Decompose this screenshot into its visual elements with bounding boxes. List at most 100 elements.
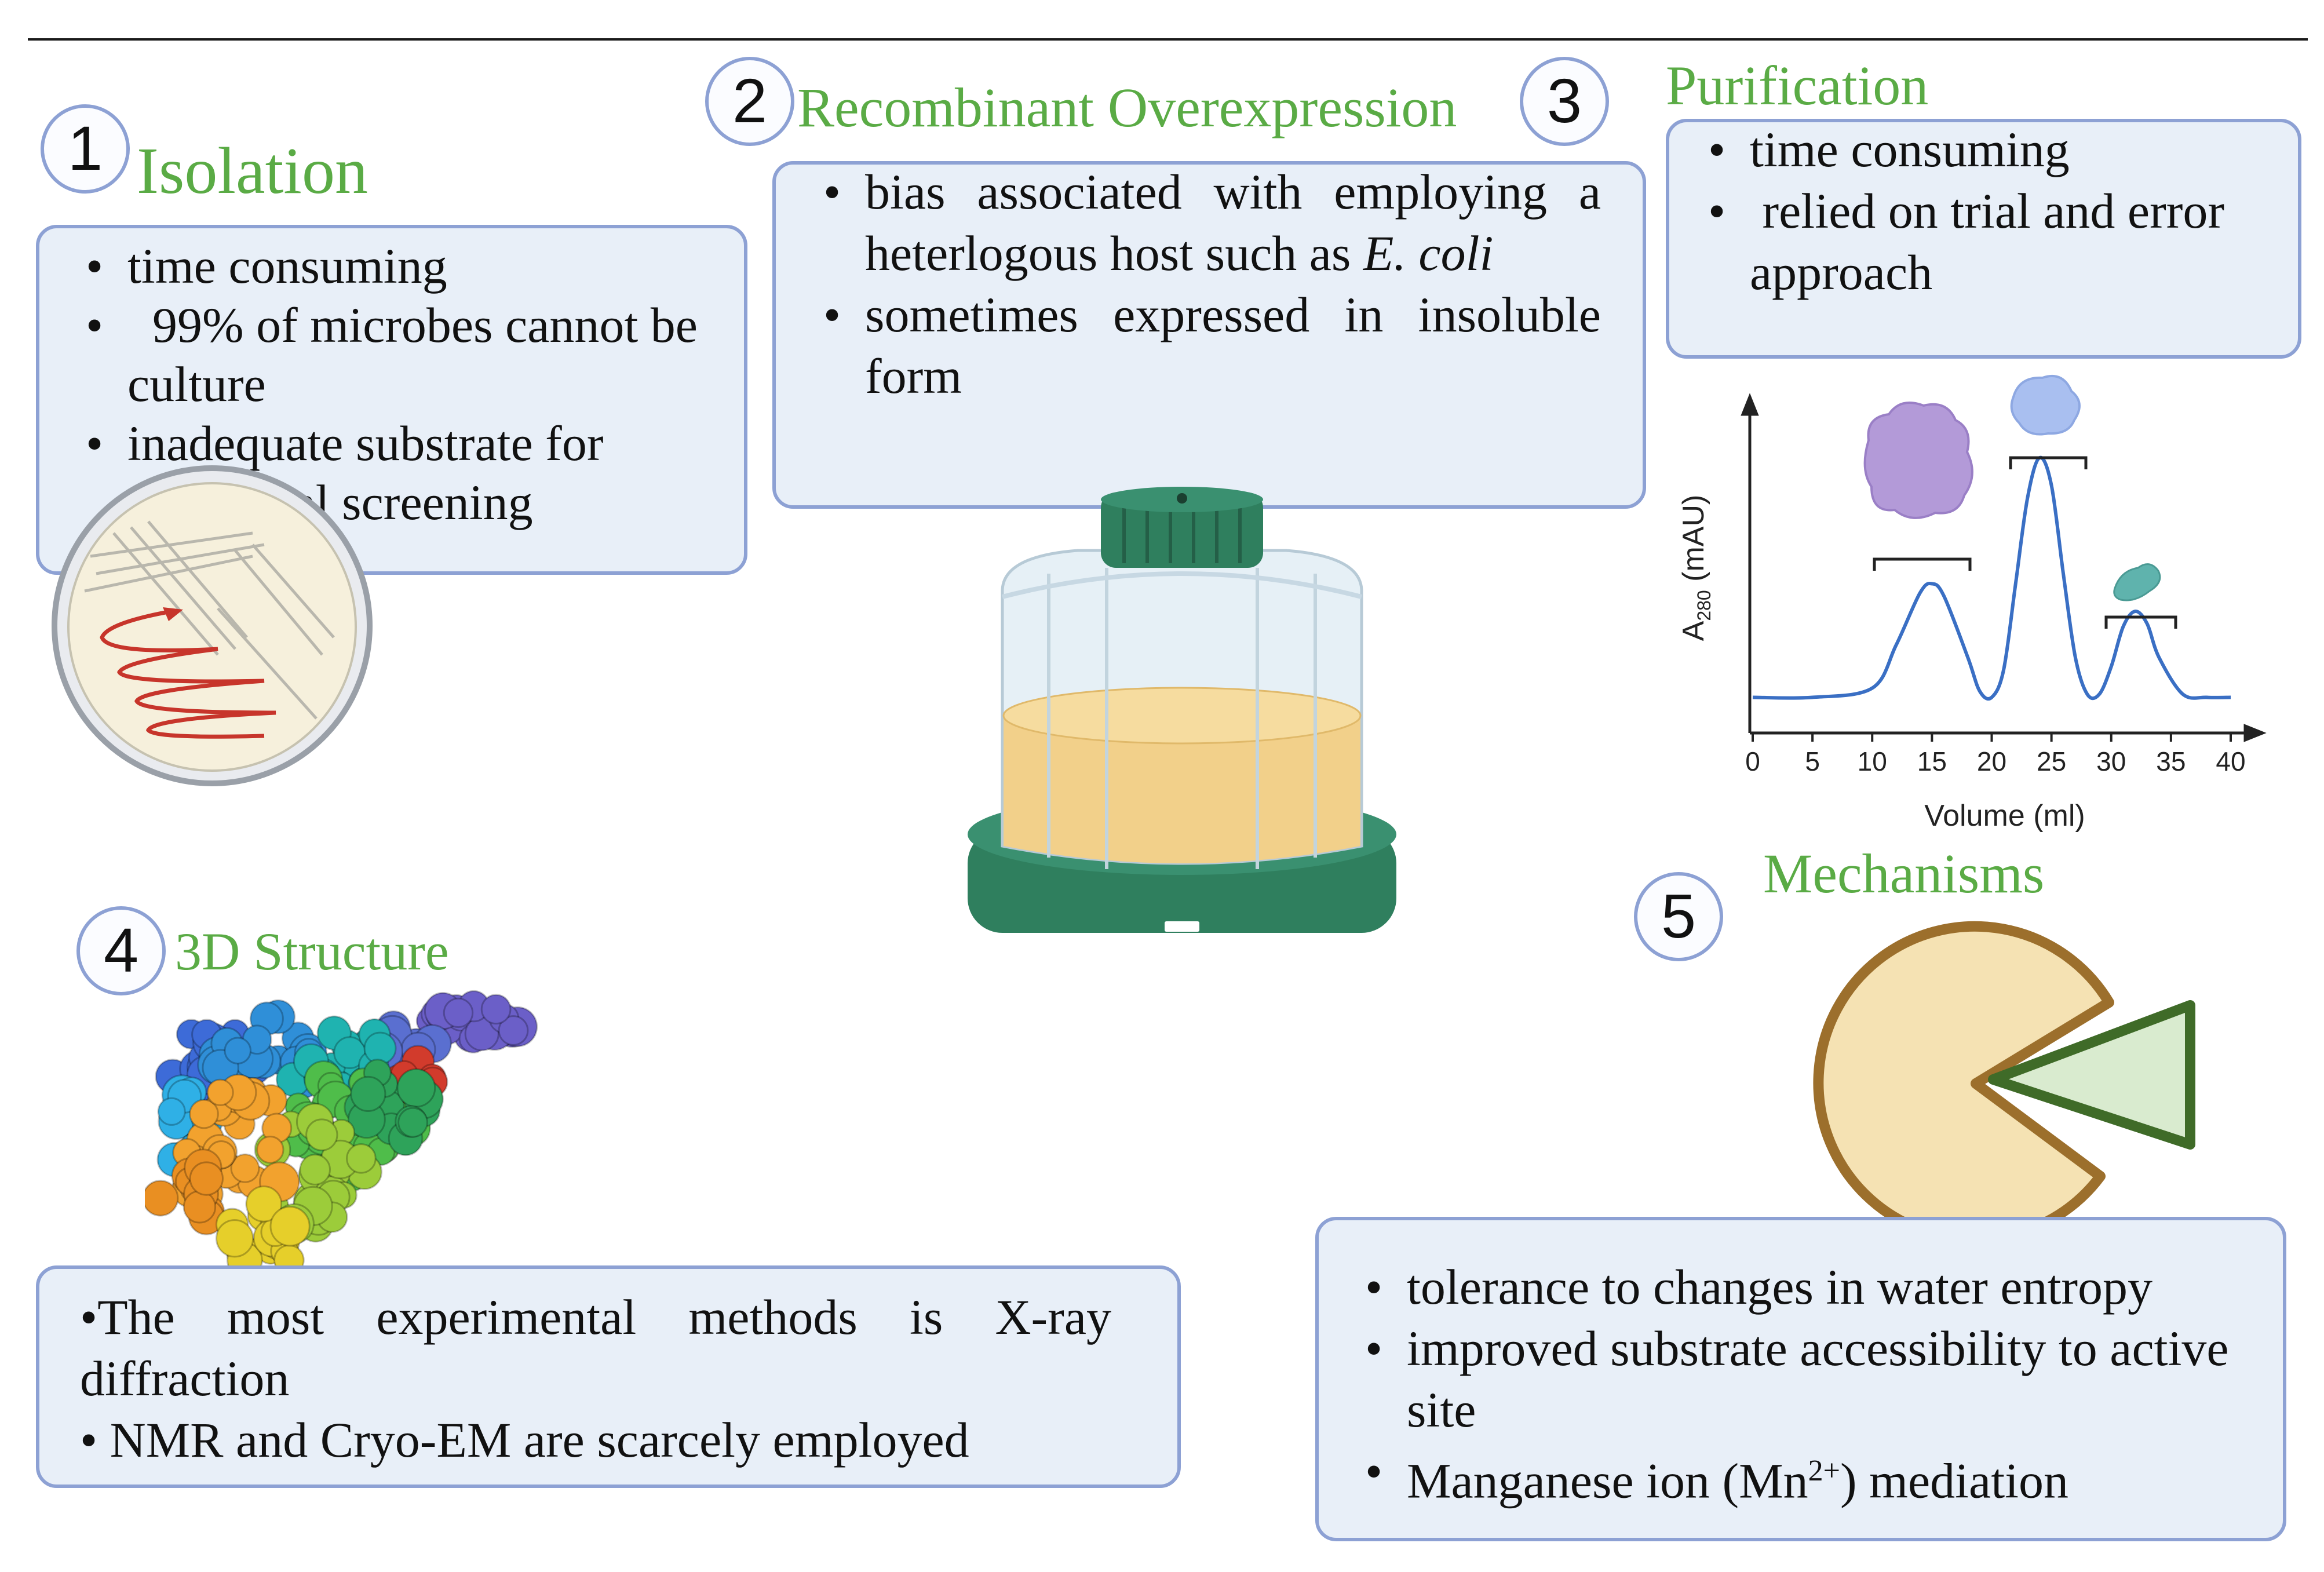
structure-line-1: •The most experimental methods is X-ray … xyxy=(80,1289,1111,1406)
peak-3-marker xyxy=(2104,563,2177,629)
protein-medium-icon xyxy=(2010,374,2081,436)
peak-3-bracket xyxy=(2104,615,2177,629)
protein-atom xyxy=(480,994,512,1025)
flask-cap-hole xyxy=(1177,493,1187,504)
overexpression-bullet-1-text: bias associated with employing a heterlo… xyxy=(865,164,1601,281)
overexpression-bullet-1: bias associated with employing a heterlo… xyxy=(813,161,1601,284)
streak-lines-grey xyxy=(84,520,335,720)
protein-atom xyxy=(224,1037,252,1064)
culture-flask-illustration xyxy=(968,487,1396,933)
protein-atom xyxy=(396,1068,436,1108)
protein-atom xyxy=(397,1107,428,1138)
petri-dish-illustration xyxy=(52,465,373,786)
step-3-badge: 3 xyxy=(1520,57,1609,146)
mechanisms-bullet-3-prefix: Manganese ion (Mn xyxy=(1407,1453,1808,1509)
protein-atom xyxy=(245,1185,283,1223)
structure-title: 3D Structure xyxy=(175,922,449,981)
step-2-number: 2 xyxy=(732,65,768,136)
mechanisms-bullets: tolerance to changes in water entropy im… xyxy=(1355,1256,2270,1512)
flask-ribs xyxy=(1047,568,1317,869)
mechanisms-bullet-2: improved substrate accessibility to acti… xyxy=(1355,1318,2270,1440)
isolation-title: Isolation xyxy=(137,134,368,207)
purification-title: Purification xyxy=(1666,54,1929,116)
isolation-bullet-1: time consuming xyxy=(75,236,713,296)
protein-atom xyxy=(189,1161,224,1196)
peak-1-marker xyxy=(1863,402,1973,571)
flask-medium xyxy=(1004,701,1360,863)
chart-x-arrow xyxy=(2243,724,2267,742)
protein-atom xyxy=(350,1075,386,1112)
chart-y-label-main: A xyxy=(1677,621,1710,641)
x-tick-label: 10 xyxy=(1858,746,1887,776)
substrate-wedge xyxy=(1988,1000,2195,1150)
streak-start-arrow xyxy=(163,607,183,621)
flask-cap xyxy=(1101,493,1263,568)
mechanisms-title: Mechanisms xyxy=(1763,842,2045,904)
top-rule xyxy=(28,38,2308,41)
flask-shoulder xyxy=(1002,571,1362,599)
protein-atom xyxy=(256,1136,284,1164)
x-tick-label: 5 xyxy=(1805,746,1820,776)
step-5-badge: 5 xyxy=(1634,872,1723,961)
protein-3d-model xyxy=(145,990,538,1279)
flask-medium-surface xyxy=(1002,687,1362,745)
overexpression-title: Recombinant Overexpression xyxy=(797,76,1457,138)
protein-atom xyxy=(215,1219,254,1258)
mechanisms-bullet-3: Manganese ion (Mn2+) mediation xyxy=(1355,1440,2270,1512)
x-tick-label: 0 xyxy=(1745,746,1760,776)
purification-bullet-2: relied on trial and error approach xyxy=(1698,180,2265,303)
step-3-number: 3 xyxy=(1546,65,1582,136)
protein-atom xyxy=(299,1154,331,1186)
protein-atom xyxy=(230,1153,260,1183)
x-tick-label: 25 xyxy=(2037,746,2066,776)
protein-atom xyxy=(189,1099,219,1129)
overexpression-bullets: bias associated with employing a heterlo… xyxy=(813,161,1601,407)
step-4-number: 4 xyxy=(103,915,139,985)
purification-bullets: time consuming relied on trial and error… xyxy=(1698,119,2265,303)
purification-bullet-1: time consuming xyxy=(1698,119,2265,180)
peak-2-bracket xyxy=(2009,456,2088,469)
mechanisms-bullet-3-suffix: ) mediation xyxy=(1840,1453,2069,1509)
protein-atom xyxy=(145,1180,179,1217)
structure-box xyxy=(36,1265,1181,1488)
chart-x-label: Volume (ml) xyxy=(1924,799,2085,833)
overexpression-bullet-1-species: E. coli xyxy=(1363,225,1494,281)
protein-atom xyxy=(443,997,474,1028)
chart-series-line xyxy=(1752,455,2231,701)
protein-small-icon xyxy=(2113,563,2161,601)
overexpression-bullet-2: sometimes expressed in insoluble form xyxy=(813,284,1601,407)
protein-atom xyxy=(498,1015,529,1046)
peak-1-bracket xyxy=(1873,557,1972,571)
step-1-badge: 1 xyxy=(41,104,130,194)
flask-base-label xyxy=(1165,921,1199,932)
streak-red xyxy=(100,609,276,739)
step-5-number: 5 xyxy=(1661,881,1697,951)
enzyme-substrate-illustration xyxy=(1813,921,2195,1245)
step-1-number: 1 xyxy=(67,113,103,183)
chart-axes xyxy=(1741,393,2267,742)
x-tick-label: 35 xyxy=(2156,746,2186,776)
protein-atom xyxy=(269,1206,311,1247)
mechanisms-bullet-3-sup: 2+ xyxy=(1808,1454,1840,1487)
structure-line-2: • NMR and Cryo-EM are scarcely employed xyxy=(80,1412,969,1468)
chart-y-label-unit: (mAU) xyxy=(1677,495,1710,590)
x-tick-label: 15 xyxy=(1917,746,1947,776)
chart-y-label: A280 (mAU) xyxy=(1677,495,1714,641)
x-tick-label: 30 xyxy=(2096,746,2126,776)
mechanisms-bullet-1: tolerance to changes in water entropy xyxy=(1355,1256,2270,1318)
isolation-bullet-2: 99% of microbes cannot be culture xyxy=(75,296,713,414)
step-2-badge: 2 xyxy=(705,57,794,146)
protein-large-icon xyxy=(1863,402,1973,519)
protein-atom xyxy=(206,1078,234,1106)
protein-atom xyxy=(305,1118,338,1151)
protein-atom xyxy=(346,1143,377,1174)
chart-y-label-sub: 280 xyxy=(1694,590,1714,621)
peak-2-marker xyxy=(2009,374,2088,469)
step-4-badge: 4 xyxy=(76,906,166,995)
chart-y-arrow xyxy=(1741,393,1759,416)
x-tick-label: 40 xyxy=(2216,746,2245,776)
protein-atom xyxy=(157,1097,186,1126)
